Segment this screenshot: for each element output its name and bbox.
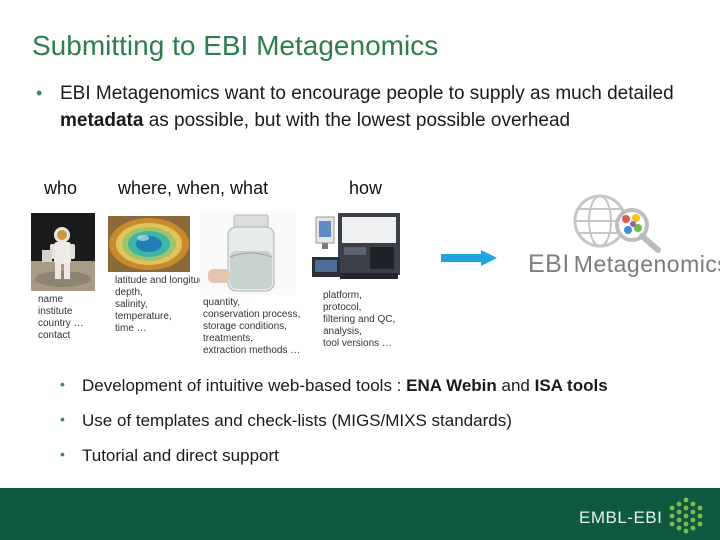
who-metadata-list: name institute country … contact [38, 294, 84, 341]
footer-brand: EMBL-EBI [579, 508, 663, 527]
list-item: • Development of intuitive web-based too… [60, 376, 608, 395]
main-bullet: • EBI Metagenomics want to encourage peo… [36, 80, 696, 134]
slide-title: Submitting to EBI Metagenomics [32, 30, 439, 61]
list-item: • Use of templates and check-lists (MIGS… [60, 411, 512, 430]
embl-ebi-cube-logo [668, 496, 704, 539]
main-bullet-text: EBI Metagenomics want to encourage peopl… [60, 83, 674, 131]
right-arrow-icon [441, 250, 497, 271]
what-metadata-list: quantity, conservation process, storage … [203, 297, 301, 356]
sample-jar-photo [200, 211, 296, 295]
footer-bar [0, 488, 720, 540]
list-item: • Tutorial and direct support [60, 446, 279, 465]
how-metadata-list: platform, protocol, filtering and QC, an… [323, 290, 396, 349]
column-header-where-when-what: where, when, what [118, 178, 269, 198]
sequencer-photo [312, 209, 404, 287]
sub-bullet-list: • Development of intuitive web-based too… [60, 376, 720, 481]
bullet-dot: • [36, 83, 43, 103]
isa-tools-label: ISA tools [534, 376, 608, 395]
where-metadata-list: latitude and longitude depth, salinity, … [115, 275, 211, 334]
hot-spring-photo [108, 216, 190, 272]
astronaut-photo [31, 213, 95, 291]
ena-webin-label: ENA Webin [406, 376, 497, 395]
column-header-how: how [349, 178, 383, 198]
column-header-who: who [44, 178, 78, 198]
bullet-dot: • [60, 376, 65, 392]
bullet-dot: • [60, 411, 65, 427]
metadata-emphasis: metadata [60, 110, 144, 131]
bullet-dot: • [60, 446, 65, 462]
ebi-metagenomics-logo [528, 190, 678, 261]
